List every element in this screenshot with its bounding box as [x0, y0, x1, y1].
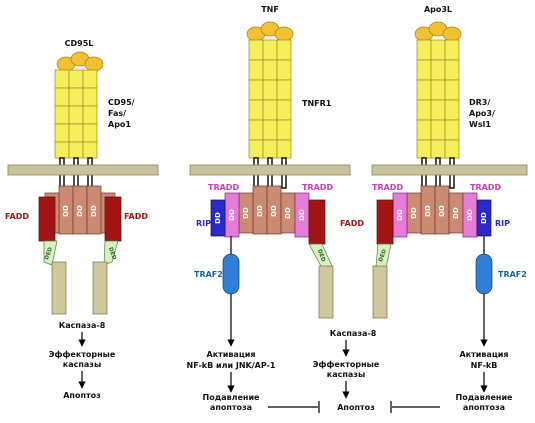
- dd-label: DD: [466, 209, 474, 221]
- caspase8-domain: [318, 265, 334, 319]
- effector-label-2: каспазы: [63, 360, 101, 369]
- activation-left-1: Активация: [207, 350, 256, 359]
- dd-label: DD: [62, 205, 70, 217]
- dd-label: DD: [214, 212, 222, 224]
- tradd-label: TRADD: [470, 183, 501, 192]
- dd-label: DD: [396, 209, 404, 221]
- dr3-dd-cluster: DD DD DD DD: [406, 185, 464, 235]
- tnfr1-receptor: [248, 39, 292, 159]
- dd-label: DD: [452, 207, 460, 219]
- apoptosis-label: Апоптоз: [63, 391, 101, 400]
- traf2-label: TRAF2: [194, 270, 223, 279]
- activation-left-2: NF-kB или JNK/AP-1: [187, 361, 276, 370]
- tradd-label: TRADD: [208, 183, 239, 192]
- suppression-left-1: Подавление: [203, 393, 261, 402]
- dd-label: DD: [480, 212, 488, 224]
- dd-label: DD: [298, 209, 306, 221]
- tradd-label: TRADD: [302, 183, 333, 192]
- fadd-domain: [308, 199, 326, 245]
- ded-label: DED: [44, 246, 54, 261]
- cd95l-label: CD95L: [65, 39, 94, 48]
- traf2-domain: [222, 253, 240, 295]
- dd-label: DD: [256, 205, 264, 217]
- dr3-label-1: DR3/: [469, 98, 490, 107]
- ded-label: DED: [378, 248, 388, 263]
- cd95l-ligand: [56, 51, 104, 72]
- suppression-right-2: апоптоза: [463, 403, 505, 412]
- ded-label: DED: [316, 249, 326, 264]
- cd95-receptor: [54, 69, 98, 159]
- traf2-domain: [475, 253, 493, 295]
- dd-label: DD: [424, 205, 432, 217]
- rip-label: RIP: [196, 219, 211, 228]
- dd-label: DD: [228, 209, 236, 221]
- panel-dr3: Apo3L DR3/ Apo3/ Wsl1: [371, 5, 528, 412]
- activation-right-2: NF-kB: [471, 361, 498, 370]
- fadd-domain: [38, 196, 56, 242]
- tradd-label: TRADD: [372, 183, 403, 192]
- ded-domain: [103, 240, 119, 266]
- membrane: [189, 164, 351, 176]
- caspase8-domain: [51, 261, 67, 315]
- caspase8-domain: [92, 261, 108, 315]
- rip-label: RIP: [495, 219, 510, 228]
- dd-label: DD: [438, 205, 446, 217]
- dd-label: DD: [284, 207, 292, 219]
- ded-label: DED: [107, 247, 117, 262]
- cd95-label-2: Fas/: [108, 109, 126, 118]
- dr3-receptor: [416, 39, 460, 159]
- cd95-dd-cluster: DD DD DD DD DD: [44, 185, 116, 235]
- activation-right-1: Активация: [460, 350, 509, 359]
- caspase8-label: Каспаза-8: [59, 321, 106, 330]
- dr3-label-2: Apo3/: [469, 109, 495, 118]
- panel-tnfr1: TNF TNFR1: [187, 5, 440, 413]
- fadd-domain: [104, 196, 122, 242]
- cd95-label-1: CD95/: [108, 98, 135, 107]
- dd-label: DD: [270, 205, 278, 217]
- tnfr1-label: TNFR1: [302, 99, 332, 108]
- caspase8-domain: [372, 265, 388, 319]
- membrane: [371, 164, 528, 176]
- dd-label: DD: [90, 205, 98, 217]
- apoptosis-label: Апоптоз: [337, 403, 375, 412]
- apo3l-ligand: [414, 21, 462, 42]
- suppression-right-1: Подавление: [456, 393, 514, 402]
- fadd-label: FADD: [340, 219, 364, 228]
- dd-label: DD: [76, 205, 84, 217]
- suppression-left-2: апоптоза: [210, 403, 252, 412]
- tnf-label: TNF: [261, 5, 279, 14]
- cd95-label-3: Apo1: [108, 120, 131, 129]
- effector-label-1: Эффекторные: [49, 350, 116, 359]
- effector-label-1: Эффекторные: [313, 360, 380, 369]
- effector-label-2: каспазы: [327, 370, 365, 379]
- apo3l-label: Apo3L: [424, 5, 452, 14]
- traf2-label: TRAF2: [498, 270, 527, 279]
- dd-label: DD: [410, 207, 418, 219]
- membrane: [7, 164, 159, 176]
- dd-label: DD: [242, 207, 250, 219]
- fadd-label: FADD: [5, 212, 29, 221]
- rip-domain: [210, 199, 226, 237]
- panel-cd95: CD95L CD95/ Fas/ Apo1: [5, 39, 159, 400]
- tnfr1-dd-cluster: DD DD DD DD: [238, 185, 296, 235]
- dr3-label-3: Wsl1: [469, 120, 491, 129]
- fadd-domain: [376, 199, 394, 245]
- caspase8-label: Каспаза-8: [330, 329, 377, 338]
- fadd-label: FADD: [124, 212, 148, 221]
- tnf-ligand: [246, 21, 294, 42]
